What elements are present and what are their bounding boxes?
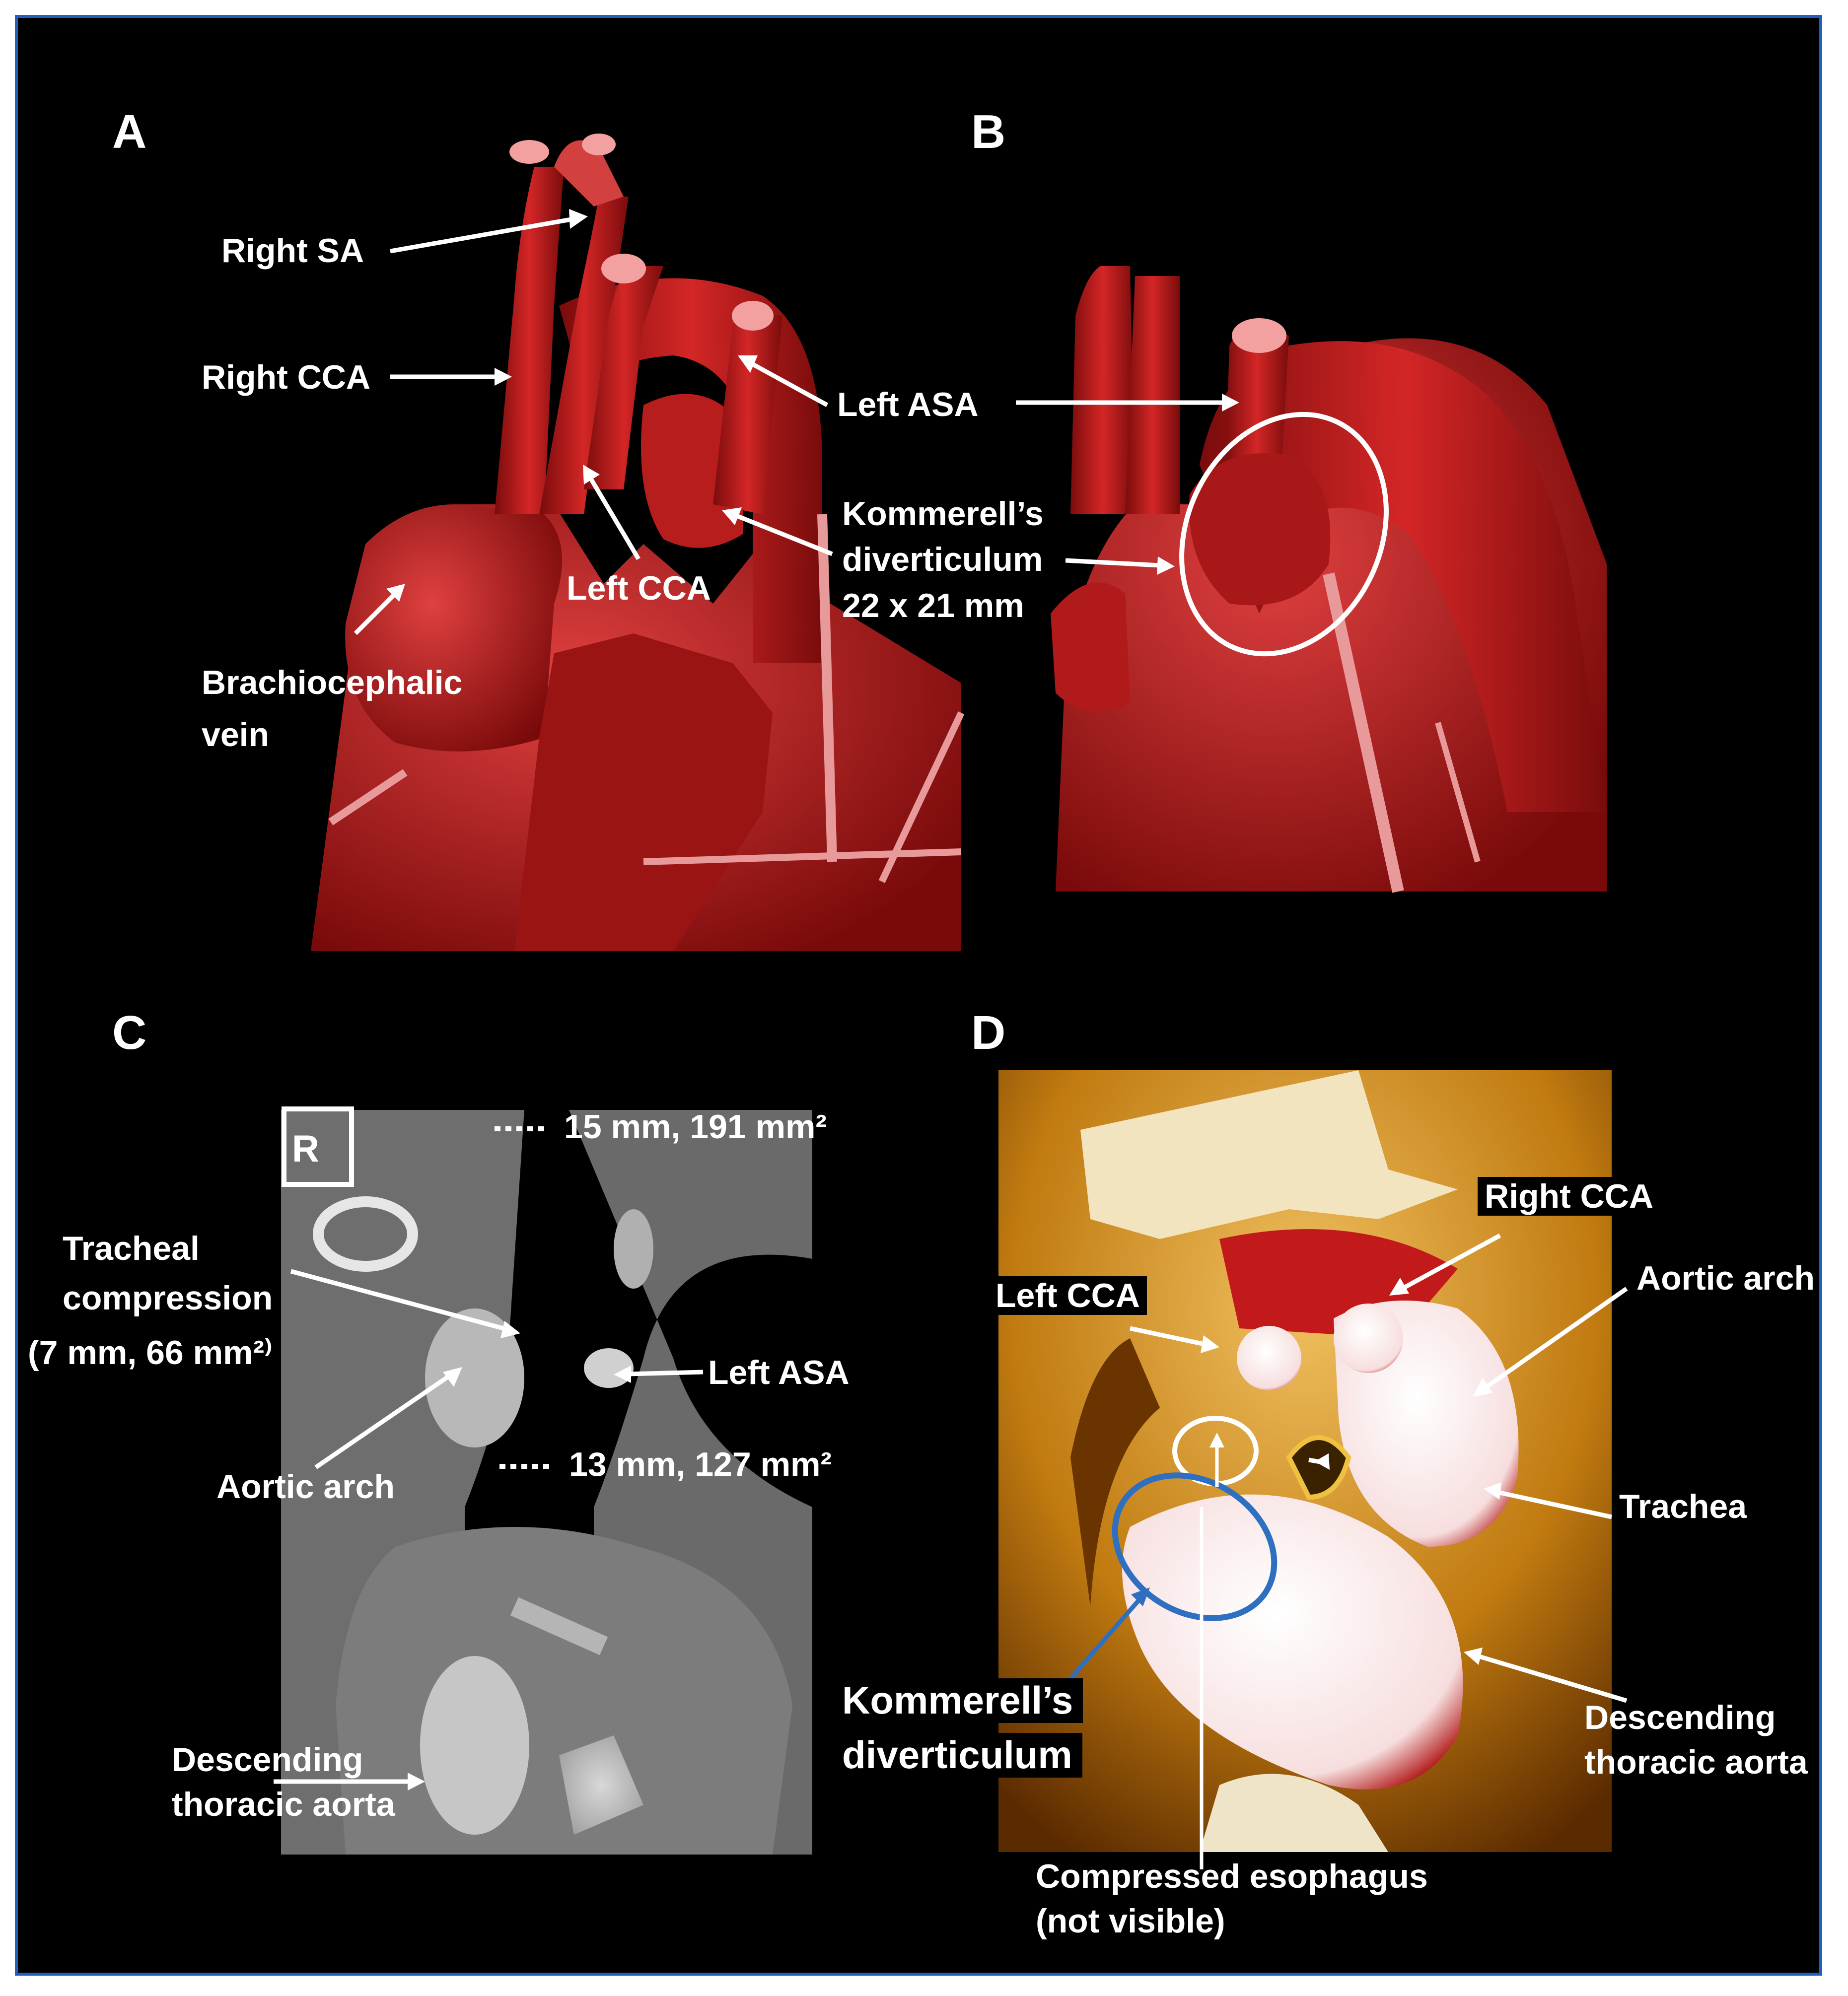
figure-frame: A B C D Right SA Right CCA Left ASA Komm… — [15, 15, 1822, 1976]
figure-graphics — [274, 134, 1628, 1869]
label-kommerell-d-2: diverticulum — [832, 1733, 1082, 1778]
r-marker-box — [282, 1106, 354, 1187]
label-right-cca-a: Right CCA — [202, 358, 370, 396]
label-kommerell-a-2: diverticulum — [842, 541, 1043, 578]
annotation-arrows — [274, 209, 1628, 1869]
label-kommerell-a-1: Kommerell’s — [842, 495, 1044, 533]
label-descending-d-2: thoracic aorta — [1584, 1743, 1808, 1781]
panel-b-render — [1051, 266, 1607, 893]
label-aortic-arch-d: Aortic arch — [1636, 1259, 1815, 1297]
label-descending-c-2: thoracic aorta — [172, 1786, 395, 1823]
label-left-asa-a: Left ASA — [837, 386, 979, 423]
r-marker: R — [292, 1128, 319, 1170]
label-kommerell-a-size: 22 x 21 mm — [842, 587, 1024, 624]
label-esophagus-1: Compressed esophagus — [1036, 1858, 1428, 1895]
kommerell-highlight-circle — [1179, 412, 1389, 657]
label-esophagus-2: (not visible) — [1036, 1902, 1225, 1940]
label-aortic-arch-c: Aortic arch — [216, 1468, 395, 1506]
label-tracheal-2: compression — [63, 1279, 273, 1317]
label-brachiocephalic-1: Brachiocephalic — [202, 664, 463, 701]
label-descending-d-1: Descending — [1584, 1699, 1776, 1736]
measurement-bottom: 13 mm, 127 mm² — [569, 1445, 832, 1483]
panel-letter-d: D — [971, 1006, 1006, 1059]
label-brachiocephalic-2: vein — [202, 716, 270, 754]
label-kommerell-d-1: Kommerell’s — [832, 1678, 1083, 1723]
measurement-top: 15 mm, 191 mm² — [564, 1108, 827, 1146]
panel-letter-c: C — [112, 1006, 147, 1059]
label-right-sa: Right SA — [221, 232, 364, 270]
kommerell-blue-circle — [1112, 1472, 1278, 1621]
label-tracheal-1: Tracheal — [63, 1230, 200, 1267]
panel-letter-b: B — [971, 105, 1006, 158]
panel-letter-a: A — [112, 105, 147, 158]
label-right-cca-d: Right CCA — [1478, 1177, 1660, 1216]
label-left-cca-a: Left CCA — [567, 569, 711, 607]
label-left-cca-d: Left CCA — [989, 1276, 1147, 1315]
label-left-asa-c: Left ASA — [708, 1354, 850, 1391]
panel-c-ct — [281, 1110, 817, 1855]
panel-a-render — [311, 134, 965, 951]
label-descending-c-1: Descending — [172, 1741, 363, 1779]
label-tracheal-measure: (7 mm, 66 mm²⁾ — [28, 1334, 273, 1372]
label-trachea: Trachea — [1619, 1488, 1747, 1525]
